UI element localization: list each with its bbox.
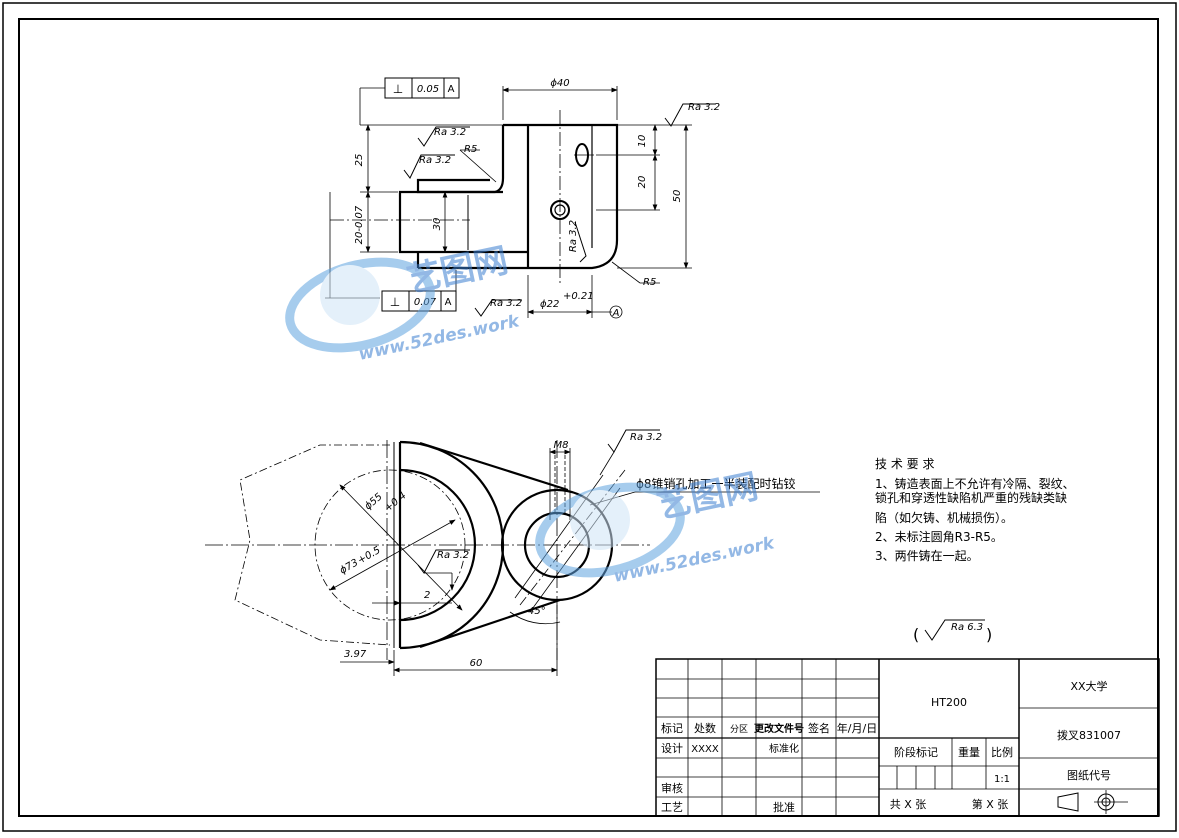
svg-text:): ) (986, 625, 992, 644)
tb-material: HT200 (931, 696, 967, 709)
tb-header-date: 年/月/日 (837, 721, 877, 735)
tech-req-line-4: 2、未标注圆角R3-R5。 (875, 529, 1003, 544)
tech-requirements: 技 术 要 求 1、铸造表面上不允许有冷隔、裂纹、 锁孔和穿透性缺陷机严重的残缺… (875, 457, 1075, 563)
dim-phi22-tol: +0.21 (563, 291, 594, 302)
title-block (655, 658, 1160, 817)
tb-sheet: 第 X 张 (972, 797, 1009, 811)
dim-phi22: ϕ22 (540, 299, 559, 310)
dim-phi40: ϕ40 (550, 78, 569, 89)
front-view (325, 77, 716, 319)
tb-designer: XXXX (691, 744, 719, 755)
ra-inner: Ra 3.2 (437, 550, 469, 561)
tb-school: XX大学 (1070, 679, 1107, 693)
tb-standard: 标准化 (769, 742, 799, 755)
tb-header-count: 处数 (694, 722, 716, 735)
tb-stage: 阶段标记 (894, 745, 938, 759)
ra-top-view: Ra 3.2 (630, 432, 662, 443)
dim-r5-bottom: R5 (643, 277, 656, 288)
tech-req-line-1: 1、铸造表面上不允许有冷隔、裂纹、 (875, 476, 1075, 491)
tb-ratio: 比例 (991, 745, 1013, 759)
watermark-cn-2: 艺图网 (654, 466, 762, 526)
tol-top-symbol: ⊥ (393, 82, 403, 96)
dim-m8: M8 (554, 440, 569, 451)
general-roughness: ( Ra 6.3 ) (913, 619, 992, 644)
dim-phi73-tol: +0.5 (356, 545, 383, 567)
tb-scale: 1:1 (994, 774, 1010, 785)
datum-a: A (612, 308, 620, 319)
ra-left-1: Ra 3.2 (434, 127, 466, 138)
watermark-cn-1: 艺图网 (404, 240, 512, 300)
dim-50: 50 (672, 190, 683, 203)
general-roughness-value: Ra 6.3 (951, 622, 983, 633)
tech-req-line-3: 陷（如欠铸、机械损伤）。 (875, 510, 1013, 525)
tb-part-name: 拨叉831007 (1057, 728, 1121, 742)
ra-top-right: Ra 3.2 (688, 102, 720, 113)
tol-bottom-symbol: ⊥ (390, 295, 400, 309)
tech-req-title: 技 术 要 求 (875, 457, 934, 471)
tb-drawing-code: 图纸代号 (1067, 769, 1111, 782)
dim-60: 60 (470, 658, 483, 669)
title-block-text: HT200 XX大学 拨叉831007 图纸代号 标记 处数 分区 更改文件号 … (661, 679, 1121, 814)
tb-review: 审核 (661, 781, 683, 795)
note-pin-hole: ϕ8锥销孔加工一半装配时钻铰 (636, 476, 796, 491)
dim-45-deg: 45° (528, 606, 546, 617)
tb-header-mark: 标记 (661, 721, 683, 735)
dim-20: 20 (637, 176, 648, 189)
dim-20-tol: 20-0.07 (354, 205, 365, 244)
tb-craft: 工艺 (661, 801, 683, 814)
dim-25: 25 (354, 154, 365, 167)
ra-bottom: Ra 3.2 (490, 298, 522, 309)
dim-r5-top: R5 (464, 144, 477, 155)
tol-top-datum: A (448, 84, 455, 95)
dim-2: 2 (424, 590, 430, 601)
tol-top-value: 0.05 (417, 84, 439, 95)
svg-text:(: ( (913, 625, 919, 644)
inner-border (18, 18, 1159, 817)
dim-30: 30 (432, 218, 443, 231)
dim-3-97: 3.97 (344, 649, 367, 660)
tb-header-zone: 分区 (730, 724, 748, 735)
tol-bottom-datum: A (445, 297, 452, 308)
tb-total: 共 X 张 (890, 798, 927, 811)
tb-header-change-doc: 更改文件号 (754, 722, 804, 735)
tb-approve: 批准 (773, 800, 795, 814)
dim-phi55: ϕ55 (363, 491, 385, 512)
tech-req-line-5: 3、两件铸在一起。 (875, 548, 979, 563)
tb-design: 设计 (661, 742, 683, 755)
ra-vertical: Ra 3.2 (568, 220, 579, 252)
tb-header-sign: 签名 (808, 721, 830, 735)
watermark-1: 艺图网 www.52des.work (285, 240, 523, 365)
tb-weight: 重量 (958, 745, 980, 759)
dim-10: 10 (637, 135, 648, 148)
tech-req-line-2: 锁孔和穿透性缺陷机严重的残缺类缺 (875, 490, 1067, 505)
ra-left-2: Ra 3.2 (419, 155, 451, 166)
